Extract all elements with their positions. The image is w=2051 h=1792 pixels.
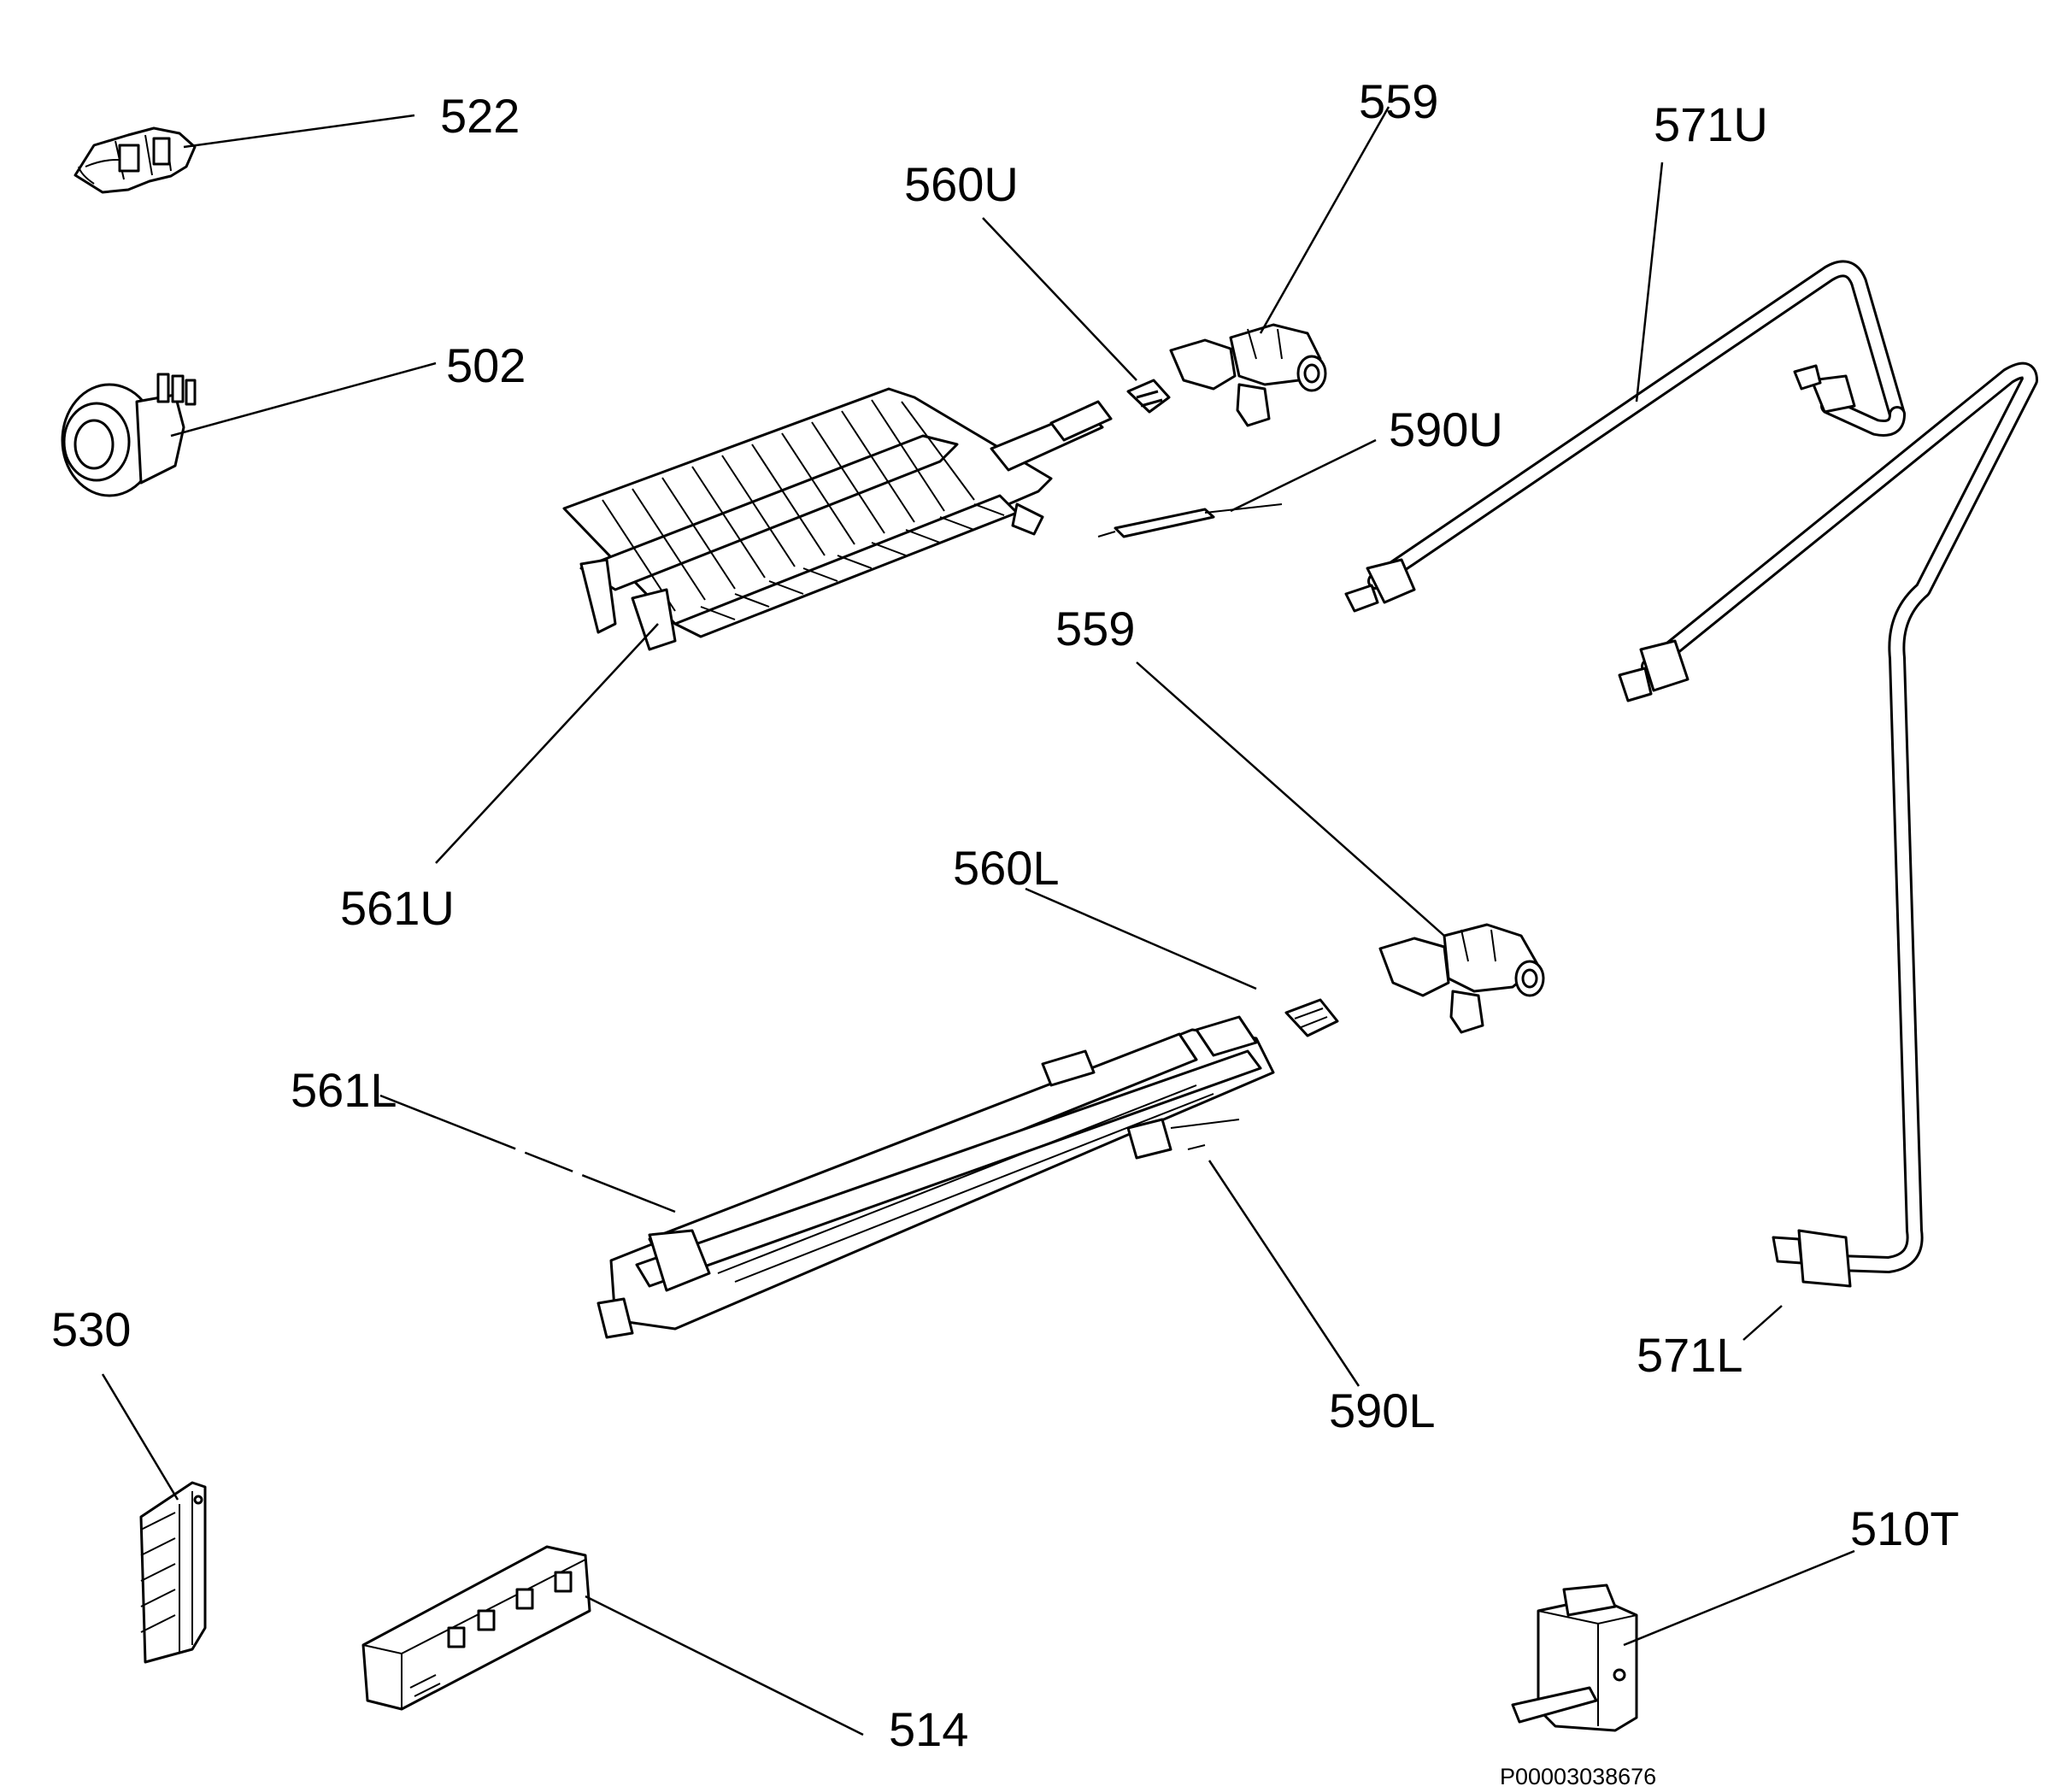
label-559-lower: 559 xyxy=(1055,602,1135,655)
leader-502 xyxy=(170,361,437,438)
label-510T: 510T xyxy=(1850,1501,1960,1555)
label-560L: 560L xyxy=(953,841,1060,895)
leader-590U xyxy=(1230,438,1377,513)
part-560L-injector xyxy=(1284,998,1339,1037)
label-530: 530 xyxy=(51,1302,131,1356)
label-522: 522 xyxy=(440,89,520,143)
label-561L: 561L xyxy=(291,1063,397,1117)
leader-522 xyxy=(183,114,415,149)
leader-559-lower xyxy=(1136,661,1445,937)
diagram-code: P00003038676 xyxy=(1500,1764,1656,1789)
leader-560U xyxy=(982,217,1137,381)
label-590L: 590L xyxy=(1329,1384,1436,1437)
part-561L-burner xyxy=(596,1015,1275,1339)
label-571L: 571L xyxy=(1637,1328,1743,1382)
label-590U: 590U xyxy=(1389,402,1503,456)
leader-510T xyxy=(1623,1549,1855,1647)
part-514 xyxy=(361,1545,591,1711)
leader-514 xyxy=(585,1595,864,1736)
leader-571U xyxy=(1635,162,1664,402)
leader-530 xyxy=(101,1373,179,1501)
part-571L-pipe xyxy=(1618,361,2038,1288)
leader-571L xyxy=(1742,1305,1783,1341)
part-530 xyxy=(139,1481,207,1664)
label-502: 502 xyxy=(446,338,526,392)
part-559-lower-valve xyxy=(1378,923,1545,1034)
part-561U-burner xyxy=(562,387,1113,651)
leader-590L xyxy=(1208,1160,1360,1387)
label-561U: 561U xyxy=(340,881,455,935)
label-560U: 560U xyxy=(904,157,1019,211)
part-502 xyxy=(61,373,197,497)
label-559-upper: 559 xyxy=(1359,74,1438,128)
leader-559-upper xyxy=(1259,106,1390,334)
part-522 xyxy=(73,126,197,194)
part-571U-pipe xyxy=(1344,260,1906,613)
part-510T xyxy=(1511,1583,1638,1732)
leader-561L xyxy=(379,1094,676,1213)
leader-561U xyxy=(435,623,659,864)
part-590U-probe xyxy=(1097,503,1283,538)
part-559-upper-valve xyxy=(1169,323,1327,427)
leader-560L xyxy=(1025,887,1257,990)
label-514: 514 xyxy=(889,1702,968,1756)
label-571U: 571U xyxy=(1654,97,1768,151)
part-560U-injector xyxy=(1126,379,1171,414)
